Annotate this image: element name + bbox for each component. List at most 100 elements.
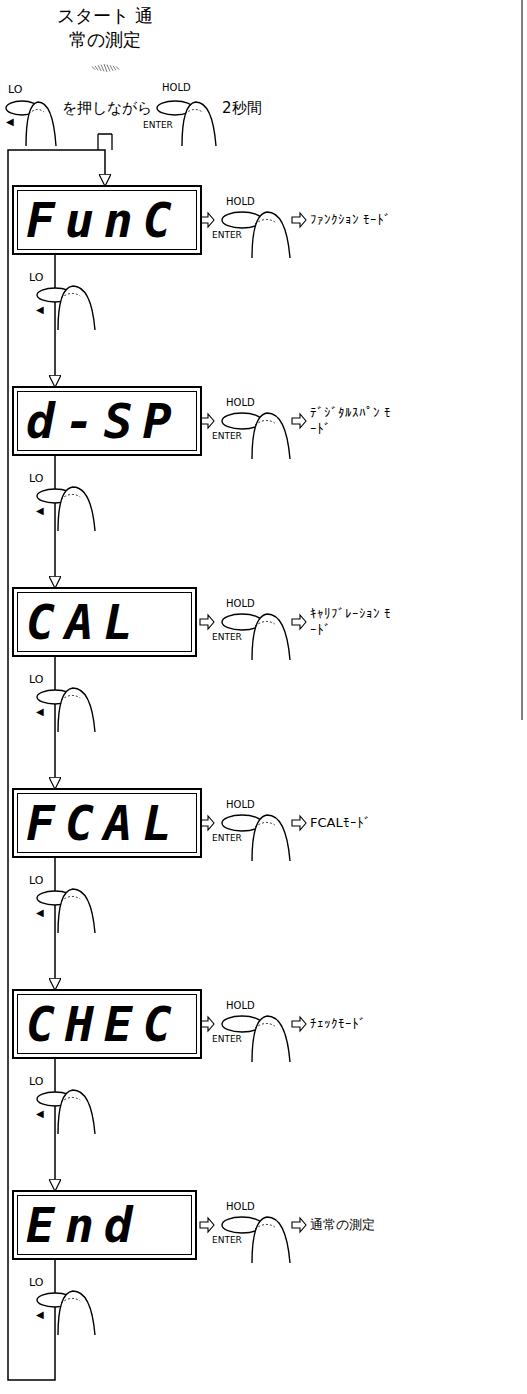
button-label: HOLD <box>226 799 255 811</box>
button-label: LO <box>8 83 22 96</box>
button-label: ENTER <box>212 632 242 643</box>
button-label: ENTER <box>212 1034 242 1045</box>
instruction-text: 2秒間 <box>222 99 262 117</box>
finger-icon <box>252 212 290 258</box>
button-label: LO <box>29 472 43 485</box>
hatch-mark <box>113 66 116 70</box>
button-symbol: ◀ <box>6 116 14 128</box>
button-symbol: ◀ <box>36 1309 44 1321</box>
finger-icon <box>58 286 95 330</box>
button-label: LO <box>29 1276 43 1289</box>
button-symbol: ◀ <box>36 505 44 517</box>
hatch-mark <box>107 65 110 72</box>
hatch-mark <box>95 66 98 70</box>
lcd-display: FunC <box>12 185 202 255</box>
hatch-mark <box>92 66 95 69</box>
button-label: LO <box>29 271 43 284</box>
button-label: HOLD <box>226 1201 255 1213</box>
button-label: ENTER <box>212 1235 242 1246</box>
mode-label: FCALﾓｰﾄﾞ <box>310 815 394 831</box>
finger-icon <box>58 688 95 732</box>
instruction-text: を押しながら <box>62 99 152 117</box>
finger-icon <box>26 102 56 146</box>
hatch-mark <box>104 64 107 72</box>
hollow-arrow <box>292 1218 306 1232</box>
hollow-arrow <box>200 1218 214 1232</box>
nail-line <box>255 1023 275 1028</box>
button-label: LO <box>29 874 43 887</box>
mode-label: ﾁｪｯｸﾓｰﾄﾞ <box>310 1016 394 1032</box>
hollow-arrow <box>200 615 214 629</box>
lcd-display: CHEC <box>12 989 202 1059</box>
nail-line <box>29 109 44 114</box>
display-text: End <box>26 1201 143 1249</box>
hollow-arrow <box>292 816 306 830</box>
nail-line <box>61 293 80 298</box>
flow-arrow <box>54 657 56 788</box>
nail-line <box>61 1097 80 1102</box>
display-text: CAL <box>26 598 143 646</box>
finger-icon <box>252 1217 290 1263</box>
lcd-display: d-SP <box>12 386 202 456</box>
button-label: ENTER <box>212 431 242 442</box>
button-label: ENTER <box>212 833 242 844</box>
nail-line <box>255 621 275 626</box>
lcd-display: FCAL <box>12 788 202 858</box>
button-label: HOLD <box>226 1000 255 1012</box>
hollow-arrow <box>200 213 214 227</box>
hollow-arrow <box>200 1017 214 1031</box>
nail-line <box>61 1298 80 1303</box>
nail-line <box>185 109 202 114</box>
nail-line <box>255 1224 275 1229</box>
page-border <box>522 0 523 720</box>
finger-icon <box>58 1291 95 1335</box>
display-text: CHEC <box>26 1000 182 1048</box>
button-symbol: ◀ <box>36 304 44 316</box>
button-symbol: ◀ <box>36 1108 44 1120</box>
finger-icon <box>252 413 290 459</box>
hollow-arrow <box>292 414 306 428</box>
hatch-mark <box>110 65 113 71</box>
hatch-mark <box>101 65 104 72</box>
finger-icon <box>58 889 95 933</box>
button-label: HOLD <box>226 397 255 409</box>
mode-label: ﾌｧﾝｸｼｮﾝ ﾓｰﾄﾞ <box>310 212 394 228</box>
finger-icon <box>182 102 216 146</box>
start-arrow <box>98 134 112 150</box>
display-text: FCAL <box>26 799 182 847</box>
finger-icon <box>252 815 290 861</box>
flow-arrow <box>54 456 56 587</box>
finger-icon <box>252 1016 290 1062</box>
hollow-arrow <box>292 213 306 227</box>
flow-arrow <box>54 255 56 386</box>
hatch-mark <box>116 66 119 69</box>
nail-line <box>255 822 275 827</box>
hollow-arrow <box>292 615 306 629</box>
hollow-arrow <box>292 1017 306 1031</box>
hollow-arrow <box>200 414 214 428</box>
display-text: FunC <box>26 196 182 244</box>
start-label: スタート 通常の測定 <box>55 4 155 53</box>
finger-icon <box>252 614 290 660</box>
button-label: ENTER <box>143 120 173 131</box>
button-symbol: ◀ <box>36 706 44 718</box>
hollow-arrow <box>200 816 214 830</box>
finger-icon <box>58 487 95 531</box>
finger-icon <box>58 1090 95 1134</box>
button-symbol: ◀ <box>36 907 44 919</box>
button-label: HOLD <box>162 82 191 94</box>
nail-line <box>255 219 275 224</box>
flow-arrow <box>54 1059 56 1190</box>
nail-line <box>255 420 275 425</box>
mode-label: ｷｬﾘﾌﾞﾚｰｼｮﾝ ﾓｰﾄﾞ <box>310 606 394 637</box>
lcd-display: CAL <box>12 587 197 657</box>
button-label: ENTER <box>212 230 242 241</box>
display-text: d-SP <box>26 397 182 445</box>
flow-arrow <box>54 858 56 989</box>
mode-label: 通常の測定 <box>310 1217 394 1233</box>
button-label: LO <box>29 673 43 686</box>
button-label: HOLD <box>226 196 255 208</box>
lcd-display: End <box>12 1190 197 1260</box>
nail-line <box>61 494 80 499</box>
